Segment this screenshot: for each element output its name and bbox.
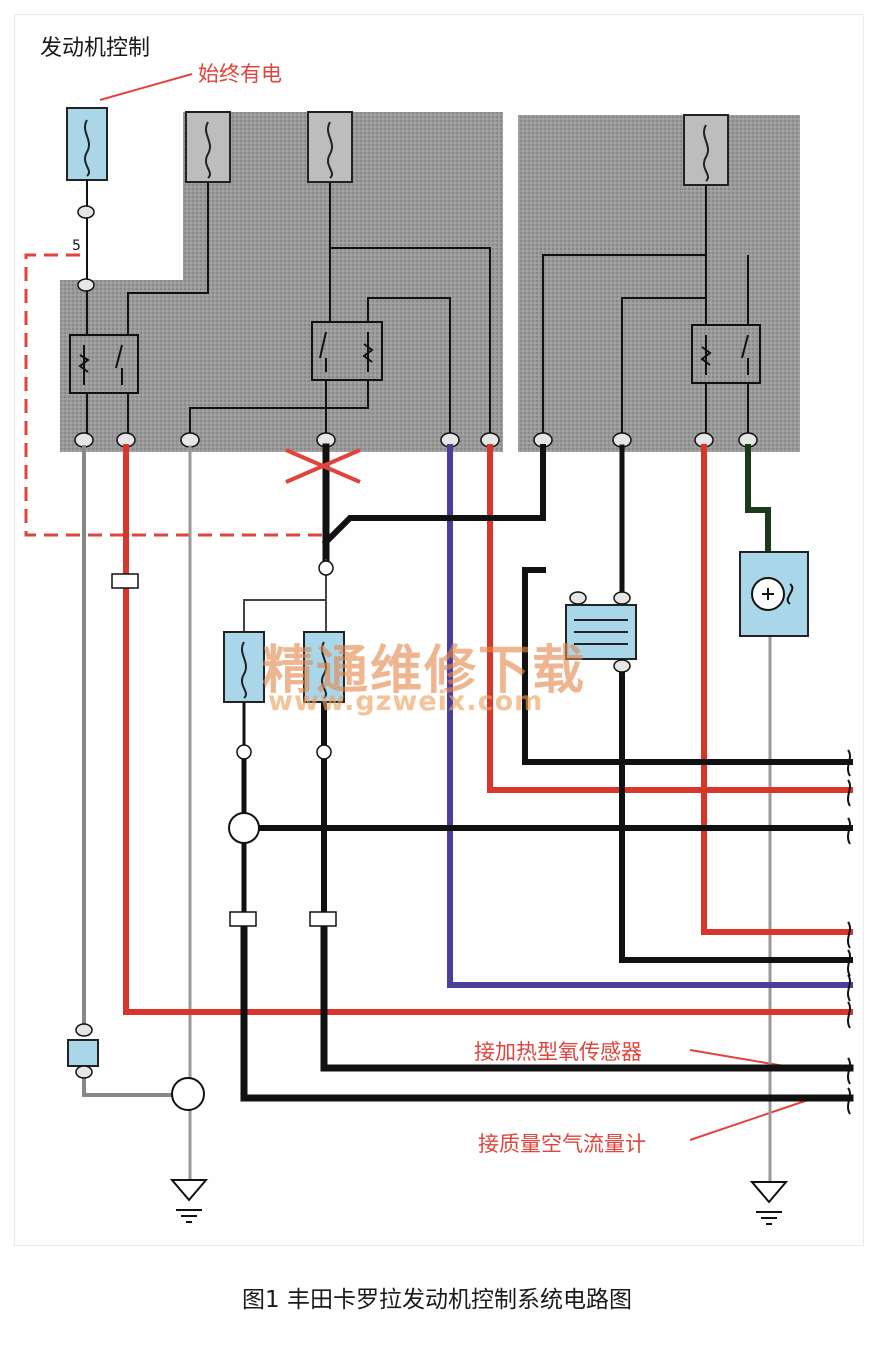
figure-caption: 图1 丰田卡罗拉发动机控制系统电路图 <box>242 1287 632 1313</box>
relay-right <box>691 324 761 384</box>
junction-box-right <box>518 115 800 452</box>
junction-node-1 <box>228 812 260 844</box>
external-wires <box>82 443 854 1182</box>
watermark-url: www.gzweix.com <box>268 686 544 717</box>
junction-node-2 <box>171 1077 205 1111</box>
fan-motor <box>739 551 809 637</box>
pointer-always-powered <box>99 73 193 101</box>
splice-points <box>236 560 334 760</box>
junction-box-left <box>60 112 503 452</box>
internal-wires <box>86 180 749 438</box>
relay-left <box>69 334 139 394</box>
label-always-powered: 始终有电 <box>198 62 282 86</box>
wire-break-marks <box>847 749 851 1115</box>
fuse-3 <box>307 111 353 183</box>
connector-pins <box>74 205 758 448</box>
component-module <box>565 591 637 673</box>
ground-symbol-right <box>749 1181 789 1225</box>
watermark-text: 精通维修下载 <box>262 641 587 701</box>
cut-mark-x <box>285 448 361 484</box>
fuse-efi-1 <box>223 631 265 703</box>
annotation-dashed-box <box>24 253 322 537</box>
label-maf-meter: 接质量空气流量计 <box>478 1132 646 1156</box>
fuse-always-on <box>66 107 108 181</box>
fuse-2 <box>185 111 231 183</box>
component-sensor-left <box>67 1023 99 1079</box>
fuse-4 <box>683 114 729 186</box>
connector-tags <box>111 573 337 927</box>
relay-middle <box>311 321 383 381</box>
pointer-maf <box>689 1099 809 1141</box>
fuse-efi-2 <box>303 631 345 703</box>
diagram-title: 发动机控制 <box>40 36 151 61</box>
wire-number-label: 5 <box>72 238 81 254</box>
ground-symbol-left <box>169 1179 209 1223</box>
label-heated-o2-sensor: 接加热型氧传感器 <box>474 1040 642 1064</box>
